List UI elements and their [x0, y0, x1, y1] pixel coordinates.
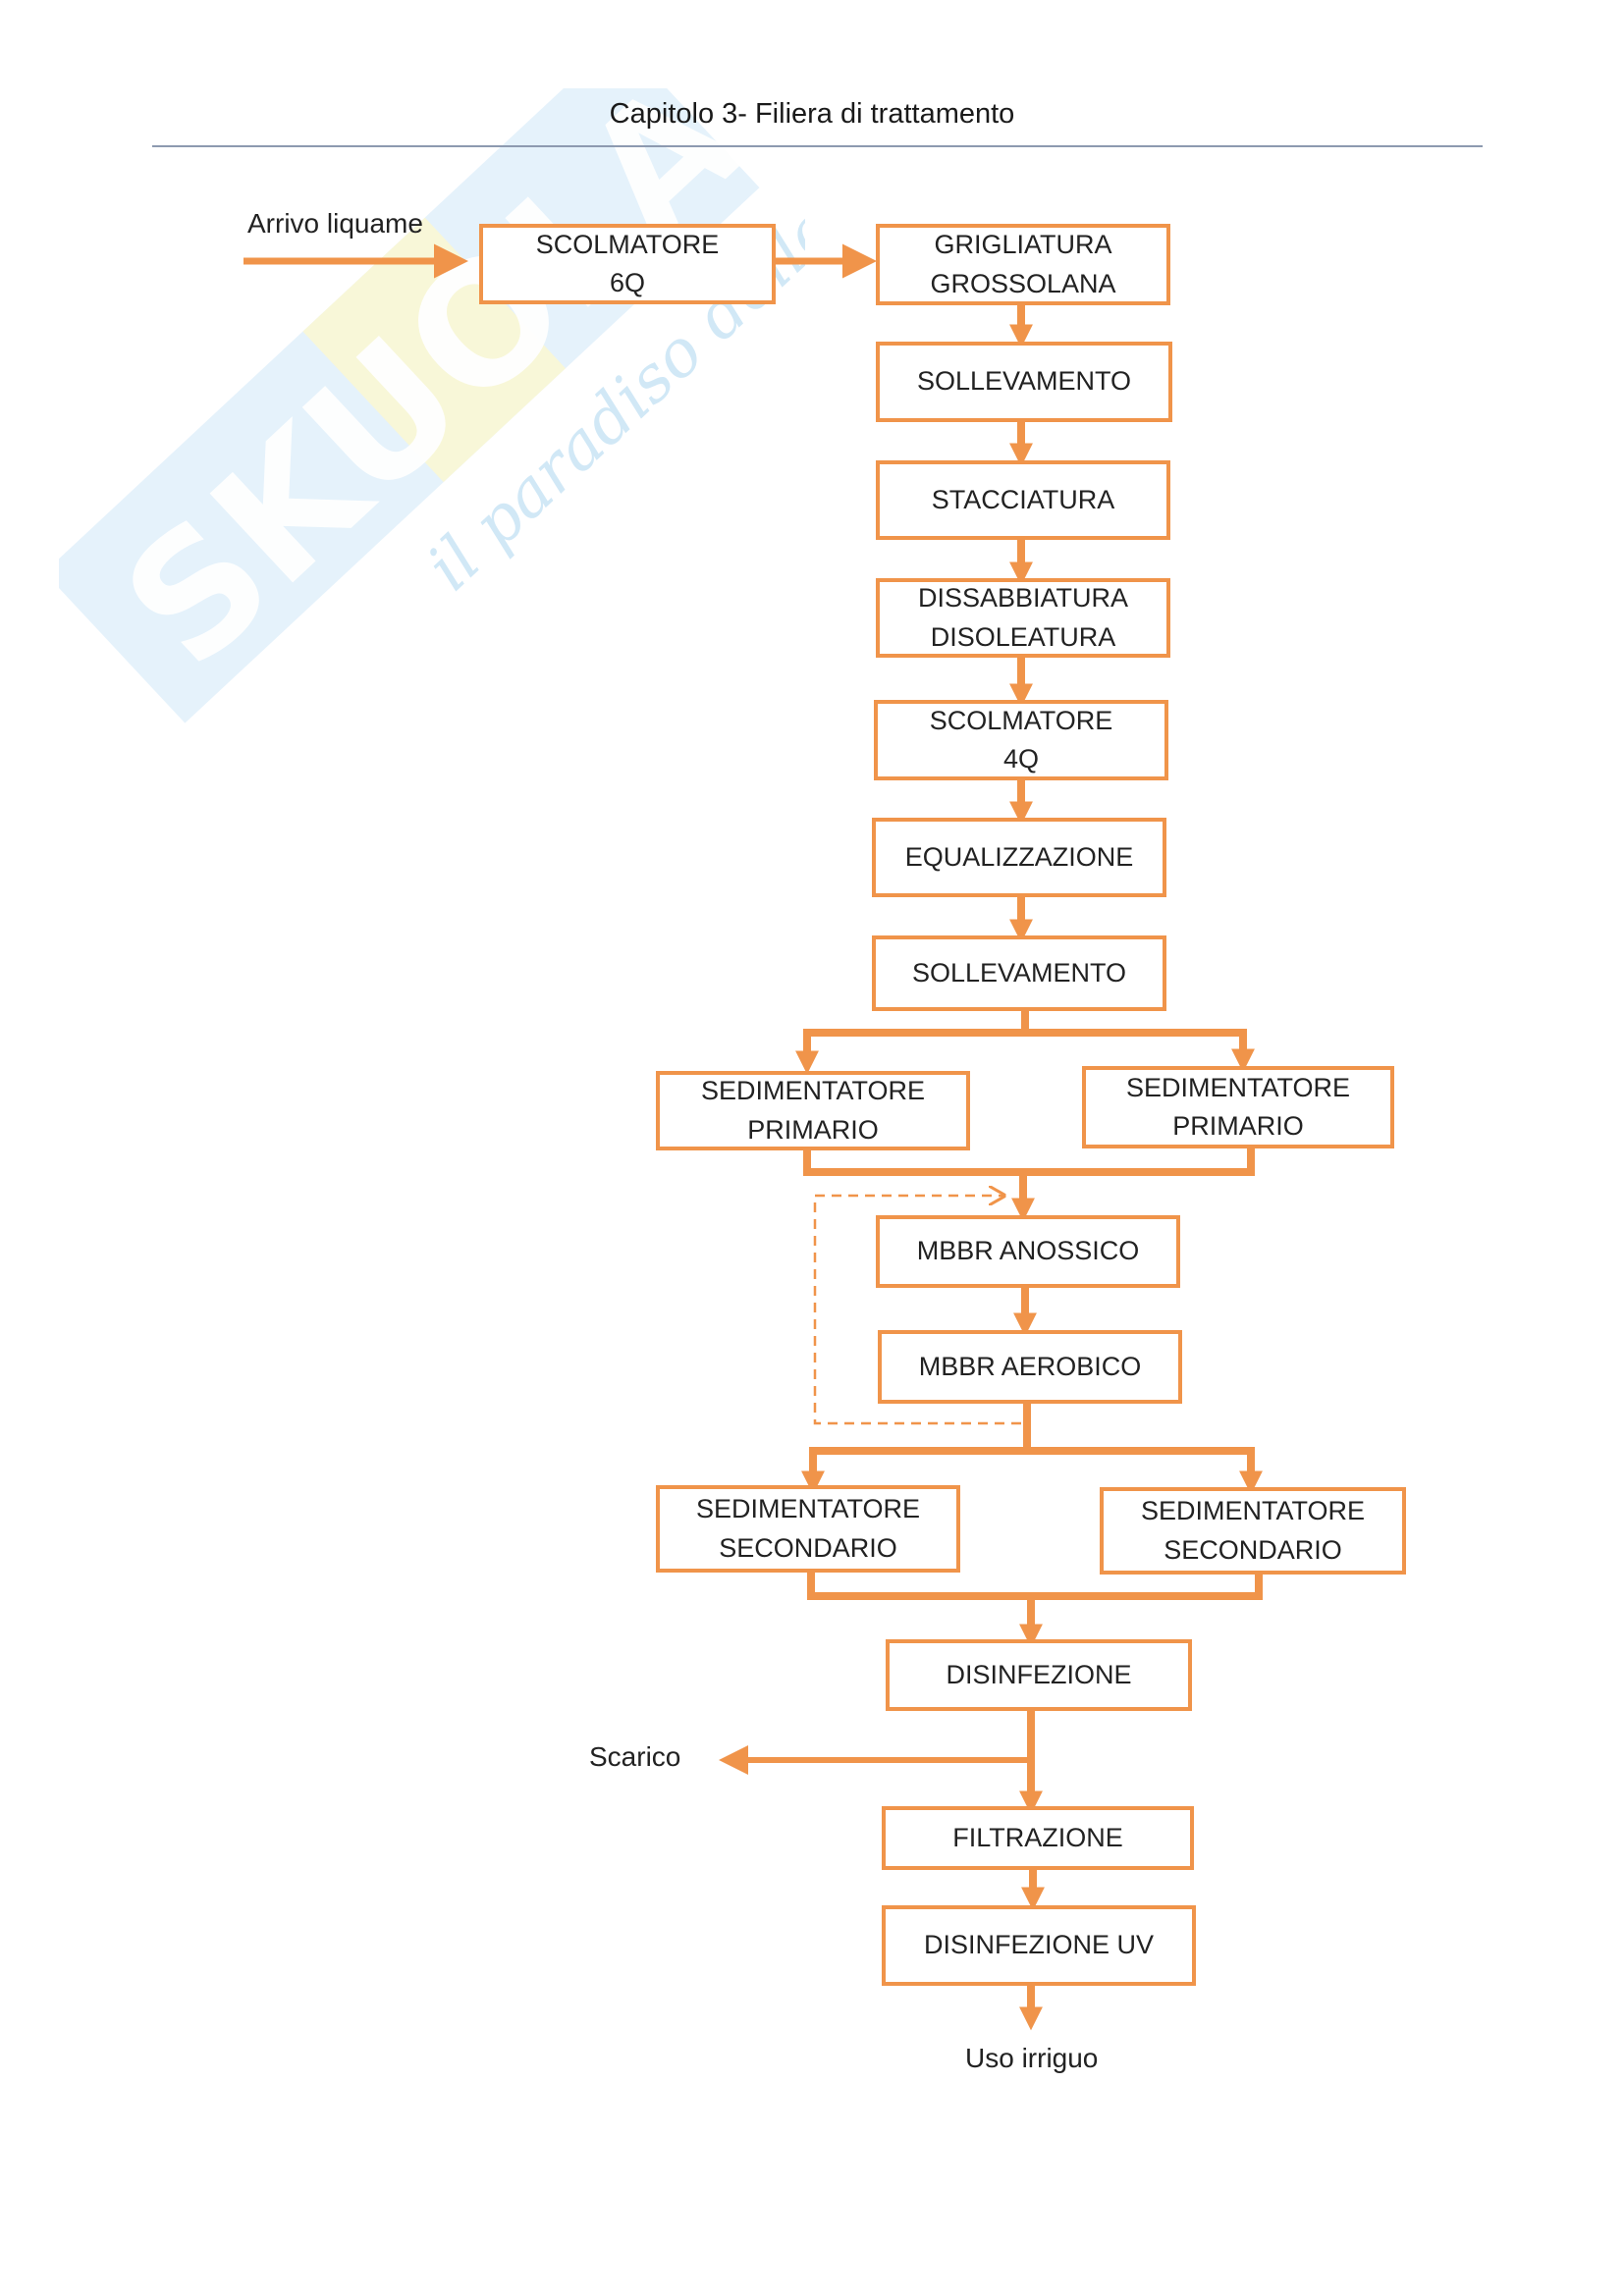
- discharge-label: Scarico: [589, 1741, 681, 1772]
- input-label: Arrivo liquame: [247, 208, 423, 239]
- box-mbbr-aerobico: MBBR AEROBICO: [878, 1330, 1182, 1404]
- box-equalizzazione: EQUALIZZAZIONE: [872, 818, 1166, 897]
- box-disinfezione-uv: DISINFEZIONE UV: [882, 1905, 1196, 1986]
- box-stacciatura: STACCIATURA: [876, 460, 1170, 540]
- box-sollevamento-2: SOLLEVAMENTO: [872, 935, 1166, 1011]
- output-label: Uso irriguo: [965, 2043, 1099, 2073]
- box-sollevamento-1: SOLLEVAMENTO: [876, 342, 1172, 422]
- box-disinfezione: DISINFEZIONE: [886, 1639, 1192, 1711]
- page-header-title: Capitolo 3- Filiera di trattamento: [609, 98, 1015, 130]
- merge-secondari: [807, 1573, 1263, 1600]
- split-primari: [807, 1011, 1243, 1037]
- recirculation-dashed-arrow: [813, 1196, 1021, 1425]
- merge-primari: [803, 1148, 1255, 1176]
- box-mbbr-anossico: MBBR ANOSSICO: [876, 1215, 1180, 1288]
- box-filtrazione: FILTRAZIONE: [882, 1806, 1194, 1870]
- header-divider: [152, 145, 1483, 147]
- split-secondari: [813, 1404, 1251, 1455]
